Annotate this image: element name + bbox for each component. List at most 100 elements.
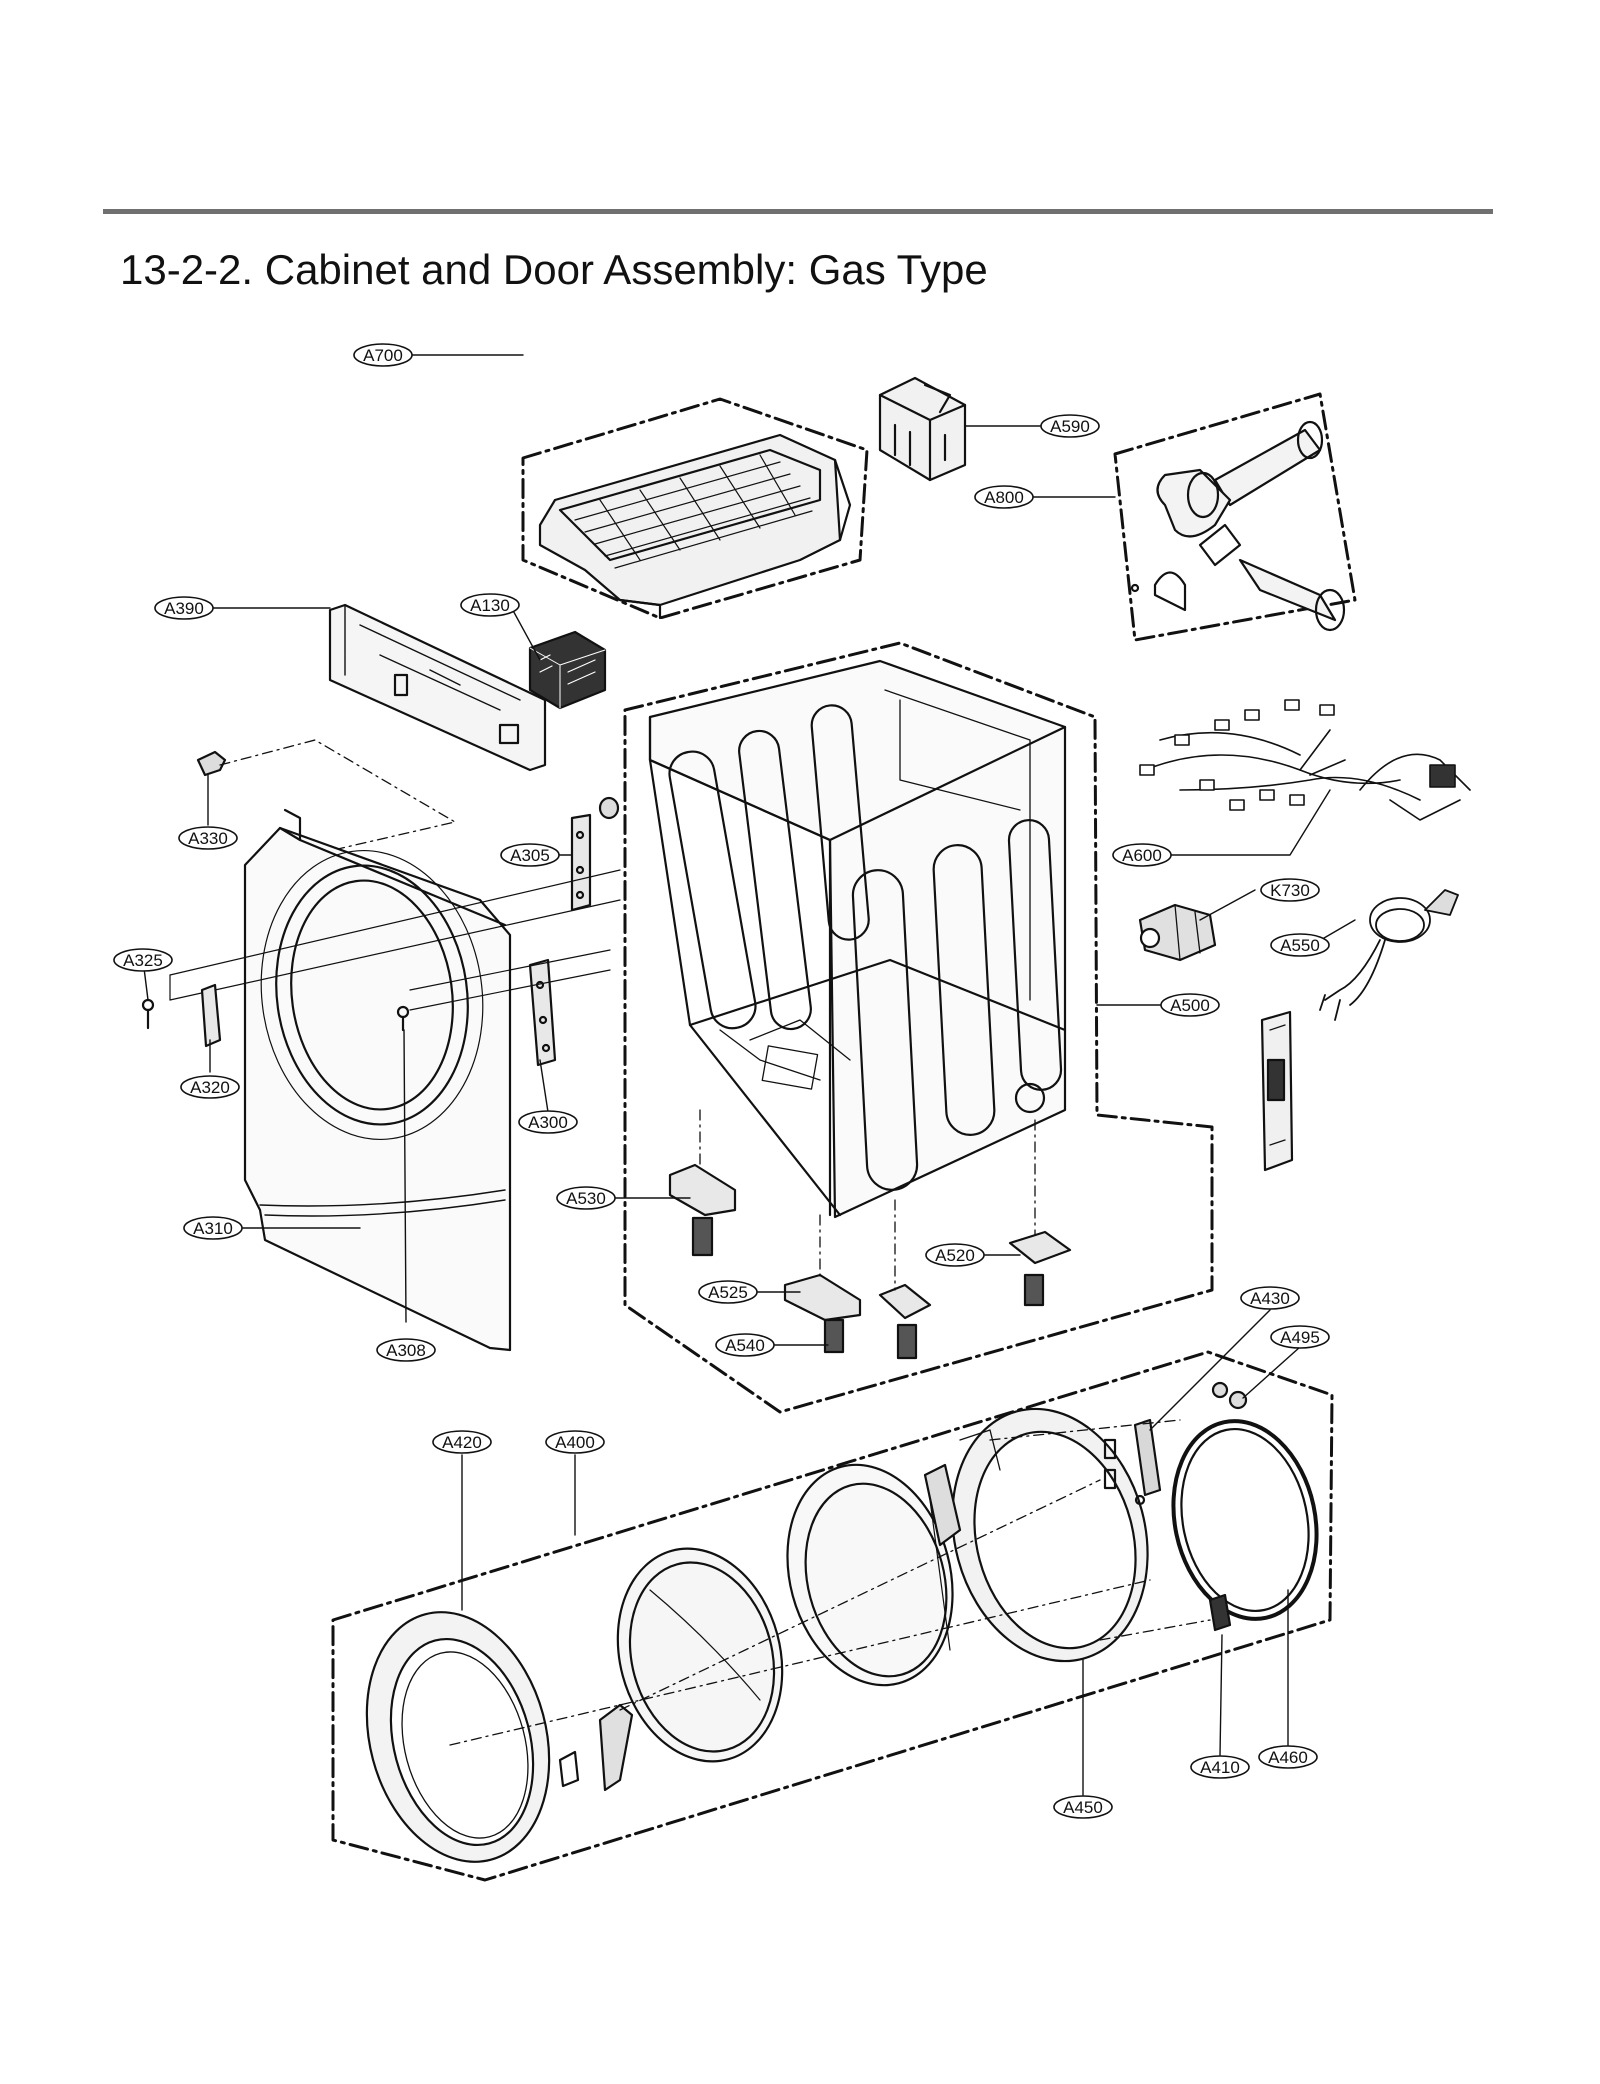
callout-a390: A390 xyxy=(154,596,214,620)
label-a500: A500 xyxy=(1170,996,1210,1015)
door-glass-bowl xyxy=(786,1463,954,1687)
label-a330: A330 xyxy=(188,829,228,848)
callout-k730: K730 xyxy=(1260,878,1320,902)
label-a495: A495 xyxy=(1280,1328,1320,1347)
header-rule xyxy=(103,209,1493,214)
foot-a540 xyxy=(823,1318,845,1354)
boundary-duct xyxy=(1113,392,1357,642)
callout-a410: A410 xyxy=(1190,1755,1250,1779)
label-a305: A305 xyxy=(510,846,550,865)
callout-a330: A330 xyxy=(178,826,238,850)
callout-a300: A300 xyxy=(518,1110,578,1134)
cabinet xyxy=(648,659,1067,1219)
callout-a310: A310 xyxy=(183,1216,243,1240)
callout-a500: A500 xyxy=(1160,993,1220,1017)
label-a390: A390 xyxy=(164,599,204,618)
gas-valve xyxy=(1138,903,1217,962)
callout-a600: A600 xyxy=(1112,843,1172,867)
label-a460: A460 xyxy=(1268,1748,1308,1767)
callout-a550: A550 xyxy=(1270,933,1330,957)
leader-dashed-a330 xyxy=(219,739,456,861)
part-callouts: A700 A590 A800 A390 A130 A330 A305 A600 xyxy=(113,343,1330,1819)
callout-a420: A420 xyxy=(432,1430,492,1454)
callout-a495: A495 xyxy=(1270,1325,1330,1349)
callout-a800: A800 xyxy=(974,485,1034,509)
callout-a520: A520 xyxy=(925,1243,985,1267)
bracket-a320 xyxy=(200,983,222,1048)
leg-bracket-a525 xyxy=(783,1273,862,1322)
label-a320: A320 xyxy=(190,1078,230,1097)
door-hinge xyxy=(1103,1418,1162,1506)
foot-a530 xyxy=(691,1216,714,1257)
callout-a325: A325 xyxy=(113,948,173,972)
label-a700: A700 xyxy=(363,346,403,365)
door-handle xyxy=(558,1703,686,1792)
group-boundaries xyxy=(331,392,1357,1882)
door-inner-glass xyxy=(616,1547,784,1763)
boundary-top-cover xyxy=(521,397,869,620)
door-axis-leaders xyxy=(449,1419,1211,1746)
exhaust-duct xyxy=(1130,420,1346,632)
foot-leaders xyxy=(699,1109,1036,1291)
label-a530: A530 xyxy=(566,1189,606,1208)
callout-a460: A460 xyxy=(1258,1745,1318,1769)
label-a308: A308 xyxy=(386,1341,426,1360)
top-cover xyxy=(538,433,852,620)
callout-a530: A530 xyxy=(556,1186,616,1210)
label-a540: A540 xyxy=(725,1336,765,1355)
label-a590: A590 xyxy=(1050,417,1090,436)
vent-latch xyxy=(1260,1010,1294,1172)
label-a600: A600 xyxy=(1122,846,1162,865)
boundary-cabinet xyxy=(623,641,1214,1414)
label-a800: A800 xyxy=(984,488,1024,507)
door-outer-ring xyxy=(365,1611,551,1863)
front-panel-rails xyxy=(169,869,621,1011)
wire-harness xyxy=(1139,699,1471,821)
label-a400: A400 xyxy=(555,1433,595,1452)
label-a525: A525 xyxy=(708,1283,748,1302)
label-a300: A300 xyxy=(528,1113,568,1132)
page-title: 13-2-2. Cabinet and Door Assembly: Gas T… xyxy=(120,246,988,293)
callout-a540: A540 xyxy=(715,1333,775,1357)
vent-bracket xyxy=(878,376,967,482)
foot-center xyxy=(896,1323,918,1360)
screw-a325 xyxy=(141,998,155,1030)
callout-a400: A400 xyxy=(545,1430,605,1454)
label-k730: K730 xyxy=(1270,881,1310,900)
callout-a308: A308 xyxy=(376,1338,436,1362)
callout-a450: A450 xyxy=(1053,1795,1113,1819)
screw-a308 xyxy=(396,1005,410,1032)
label-a450: A450 xyxy=(1063,1798,1103,1817)
boundary-door xyxy=(331,1350,1334,1882)
callout-a305: A305 xyxy=(500,843,560,867)
leg-bracket-center xyxy=(878,1283,932,1320)
leg-bracket-a520 xyxy=(1008,1230,1072,1265)
callout-a130: A130 xyxy=(460,593,520,617)
callout-a430: A430 xyxy=(1240,1286,1300,1310)
label-a130: A130 xyxy=(470,596,510,615)
hinge-bracket-upper xyxy=(570,813,592,912)
label-a310: A310 xyxy=(193,1219,233,1238)
door-frame xyxy=(923,1407,1149,1663)
control-bracket xyxy=(328,603,547,772)
callout-a320: A320 xyxy=(180,1075,240,1099)
front-panel xyxy=(243,808,512,1352)
label-a410: A410 xyxy=(1200,1758,1240,1777)
callout-a590: A590 xyxy=(1040,414,1100,438)
power-cord xyxy=(1319,889,1459,1021)
roller-a305 xyxy=(598,796,620,820)
label-a325: A325 xyxy=(123,951,163,970)
door-gasket xyxy=(1171,1419,1319,1621)
clip-a330 xyxy=(196,750,227,777)
label-a550: A550 xyxy=(1280,936,1320,955)
label-a520: A520 xyxy=(935,1246,975,1265)
control-module xyxy=(528,630,607,710)
label-a430: A430 xyxy=(1250,1289,1290,1308)
leg-bracket-a530 xyxy=(668,1163,737,1217)
callout-a525: A525 xyxy=(698,1280,758,1304)
hinge-bracket-lower xyxy=(528,958,557,1067)
knob-a495 xyxy=(1211,1381,1248,1410)
foot-a520 xyxy=(1023,1273,1045,1307)
callout-a700: A700 xyxy=(353,343,413,367)
